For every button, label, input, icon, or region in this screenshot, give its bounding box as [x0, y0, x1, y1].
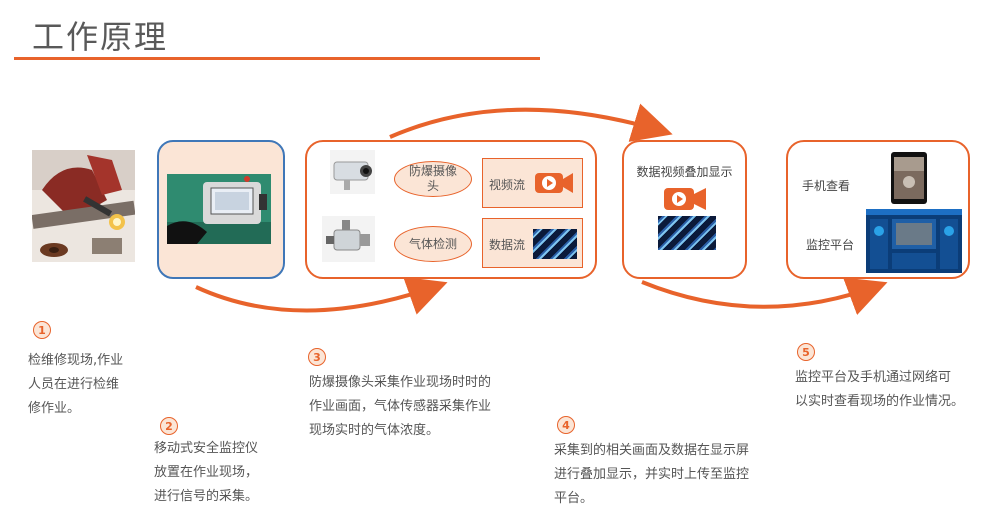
step-5-description: 监控平台及手机通过网络可以实时查看现场的作业情况。 [795, 370, 965, 409]
stage-2-device-card [157, 140, 285, 279]
explosion-proof-camera-label: 防爆摄像头 [394, 161, 472, 197]
step-2-description: 移动式安全监控仪放置在作业现场，进行信号的采集。 [154, 441, 259, 504]
data-stream-label: 数据流 [489, 238, 526, 252]
binary-data-icon [533, 229, 577, 259]
step-4-number: 4 [557, 416, 575, 434]
step-5-number: 5 [797, 343, 815, 361]
monitor-device-photo [167, 174, 271, 244]
step-4-description: 采集到的相关画面及数据在显示屏进行叠加显示，并实时上传至监控平台。 [554, 443, 750, 506]
data-stream-box: 数据流 [482, 218, 583, 268]
step-1-description: 检维修现场,作业人员在进行检维修作业。 [28, 353, 124, 416]
step-3-number: 3 [308, 348, 326, 366]
overlay-display-label: 数据视频叠加显示 [636, 165, 733, 179]
page-title: 工作原理 [32, 18, 169, 56]
monitoring-platform-screen [866, 209, 962, 273]
explosion-proof-camera-photo [330, 150, 375, 194]
overlay-play-icon [662, 184, 708, 214]
video-play-icon [533, 169, 575, 197]
arrow-2-to-3 [195, 276, 448, 315]
gas-detection-label: 气体检测 [394, 226, 472, 262]
gas-sensor-photo [322, 216, 375, 262]
stage-4-overlay-card: 数据视频叠加显示 [622, 140, 747, 279]
step-1-number: 1 [33, 321, 51, 339]
arrow-3-to-4 [389, 103, 673, 142]
phone-view-label: 手机查看 [802, 179, 851, 193]
title-underline [14, 57, 540, 60]
arrow-4-to-5 [641, 277, 888, 315]
phone-icon [891, 152, 927, 204]
worker-photo [32, 150, 135, 262]
stage-5-viewing-card: 手机查看 监控平台 [786, 140, 970, 279]
video-stream-box: 视频流 [482, 158, 583, 208]
step-3-description: 防爆摄像头采集作业现场时时的作业画面，气体传感器采集作业现场实时的气体浓度。 [309, 375, 492, 438]
video-stream-label: 视频流 [489, 178, 526, 192]
monitoring-platform-label: 监控平台 [806, 238, 855, 252]
overlay-data-icon [658, 216, 716, 250]
step-2-number: 2 [160, 417, 178, 435]
stage-3-acquisition-card: 防爆摄像头 气体检测 视频流 数据流 [305, 140, 597, 279]
